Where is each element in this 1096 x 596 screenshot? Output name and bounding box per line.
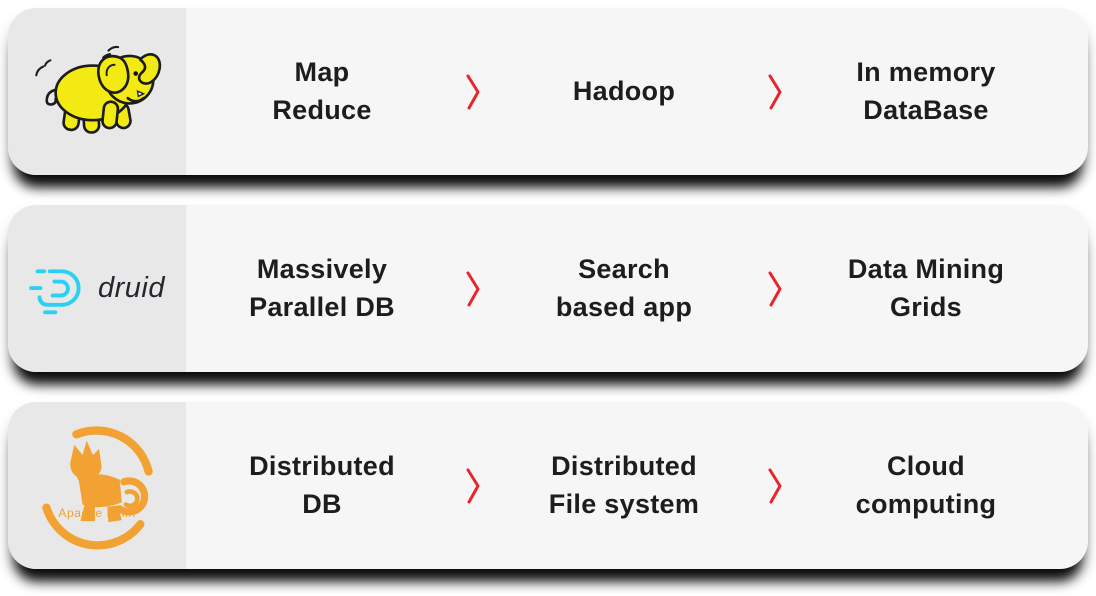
step-text: Cloud computing (855, 451, 997, 519)
step-text: Massively Parallel DB (249, 254, 395, 322)
chevron-right-icon (458, 269, 488, 309)
step-text: Map Reduce (272, 57, 372, 125)
steps-row: Massively Parallel DB Search based app D… (186, 205, 1088, 372)
druid-wordmark: druid (98, 272, 165, 304)
card-kylin: Apache Kylin Distributed DB Distributed … (8, 402, 1088, 569)
apache-kylin-icon (42, 425, 153, 549)
card-druid: druid Massively Parallel DB Search based… (8, 205, 1088, 372)
card-hadoop: Map Reduce Hadoop In memory DataBase (8, 8, 1088, 175)
logo-panel-kylin: Apache Kylin (8, 402, 186, 569)
step-text: Distributed File system (548, 451, 700, 519)
chevron-right-icon (760, 269, 790, 309)
step-text: In memory DataBase (856, 57, 996, 125)
infographic-stack: Map Reduce Hadoop In memory DataBase (8, 8, 1088, 569)
apache-kylin-logo: Apache Kylin (33, 422, 161, 550)
step-text: Hadoop (572, 75, 676, 106)
druid-icon (29, 268, 81, 314)
chevron-right-icon (760, 72, 790, 112)
steps-row: Distributed DB Distributed File system C… (186, 402, 1088, 569)
hadoop-elephant-icon (35, 45, 162, 134)
kylin-wordmark: Apache Kylin (58, 505, 136, 520)
logo-panel-druid: druid (8, 205, 186, 372)
druid-logo: druid (29, 262, 165, 316)
step-text: Search based app (555, 254, 693, 322)
chevron-right-icon (458, 466, 488, 506)
logo-panel-hadoop (8, 8, 186, 175)
step-text: Data Mining Grids (847, 254, 1005, 322)
chevron-right-icon (760, 466, 790, 506)
steps-row: Map Reduce Hadoop In memory DataBase (186, 8, 1088, 175)
chevron-right-icon (458, 72, 488, 112)
step-text: Distributed DB (249, 451, 395, 519)
